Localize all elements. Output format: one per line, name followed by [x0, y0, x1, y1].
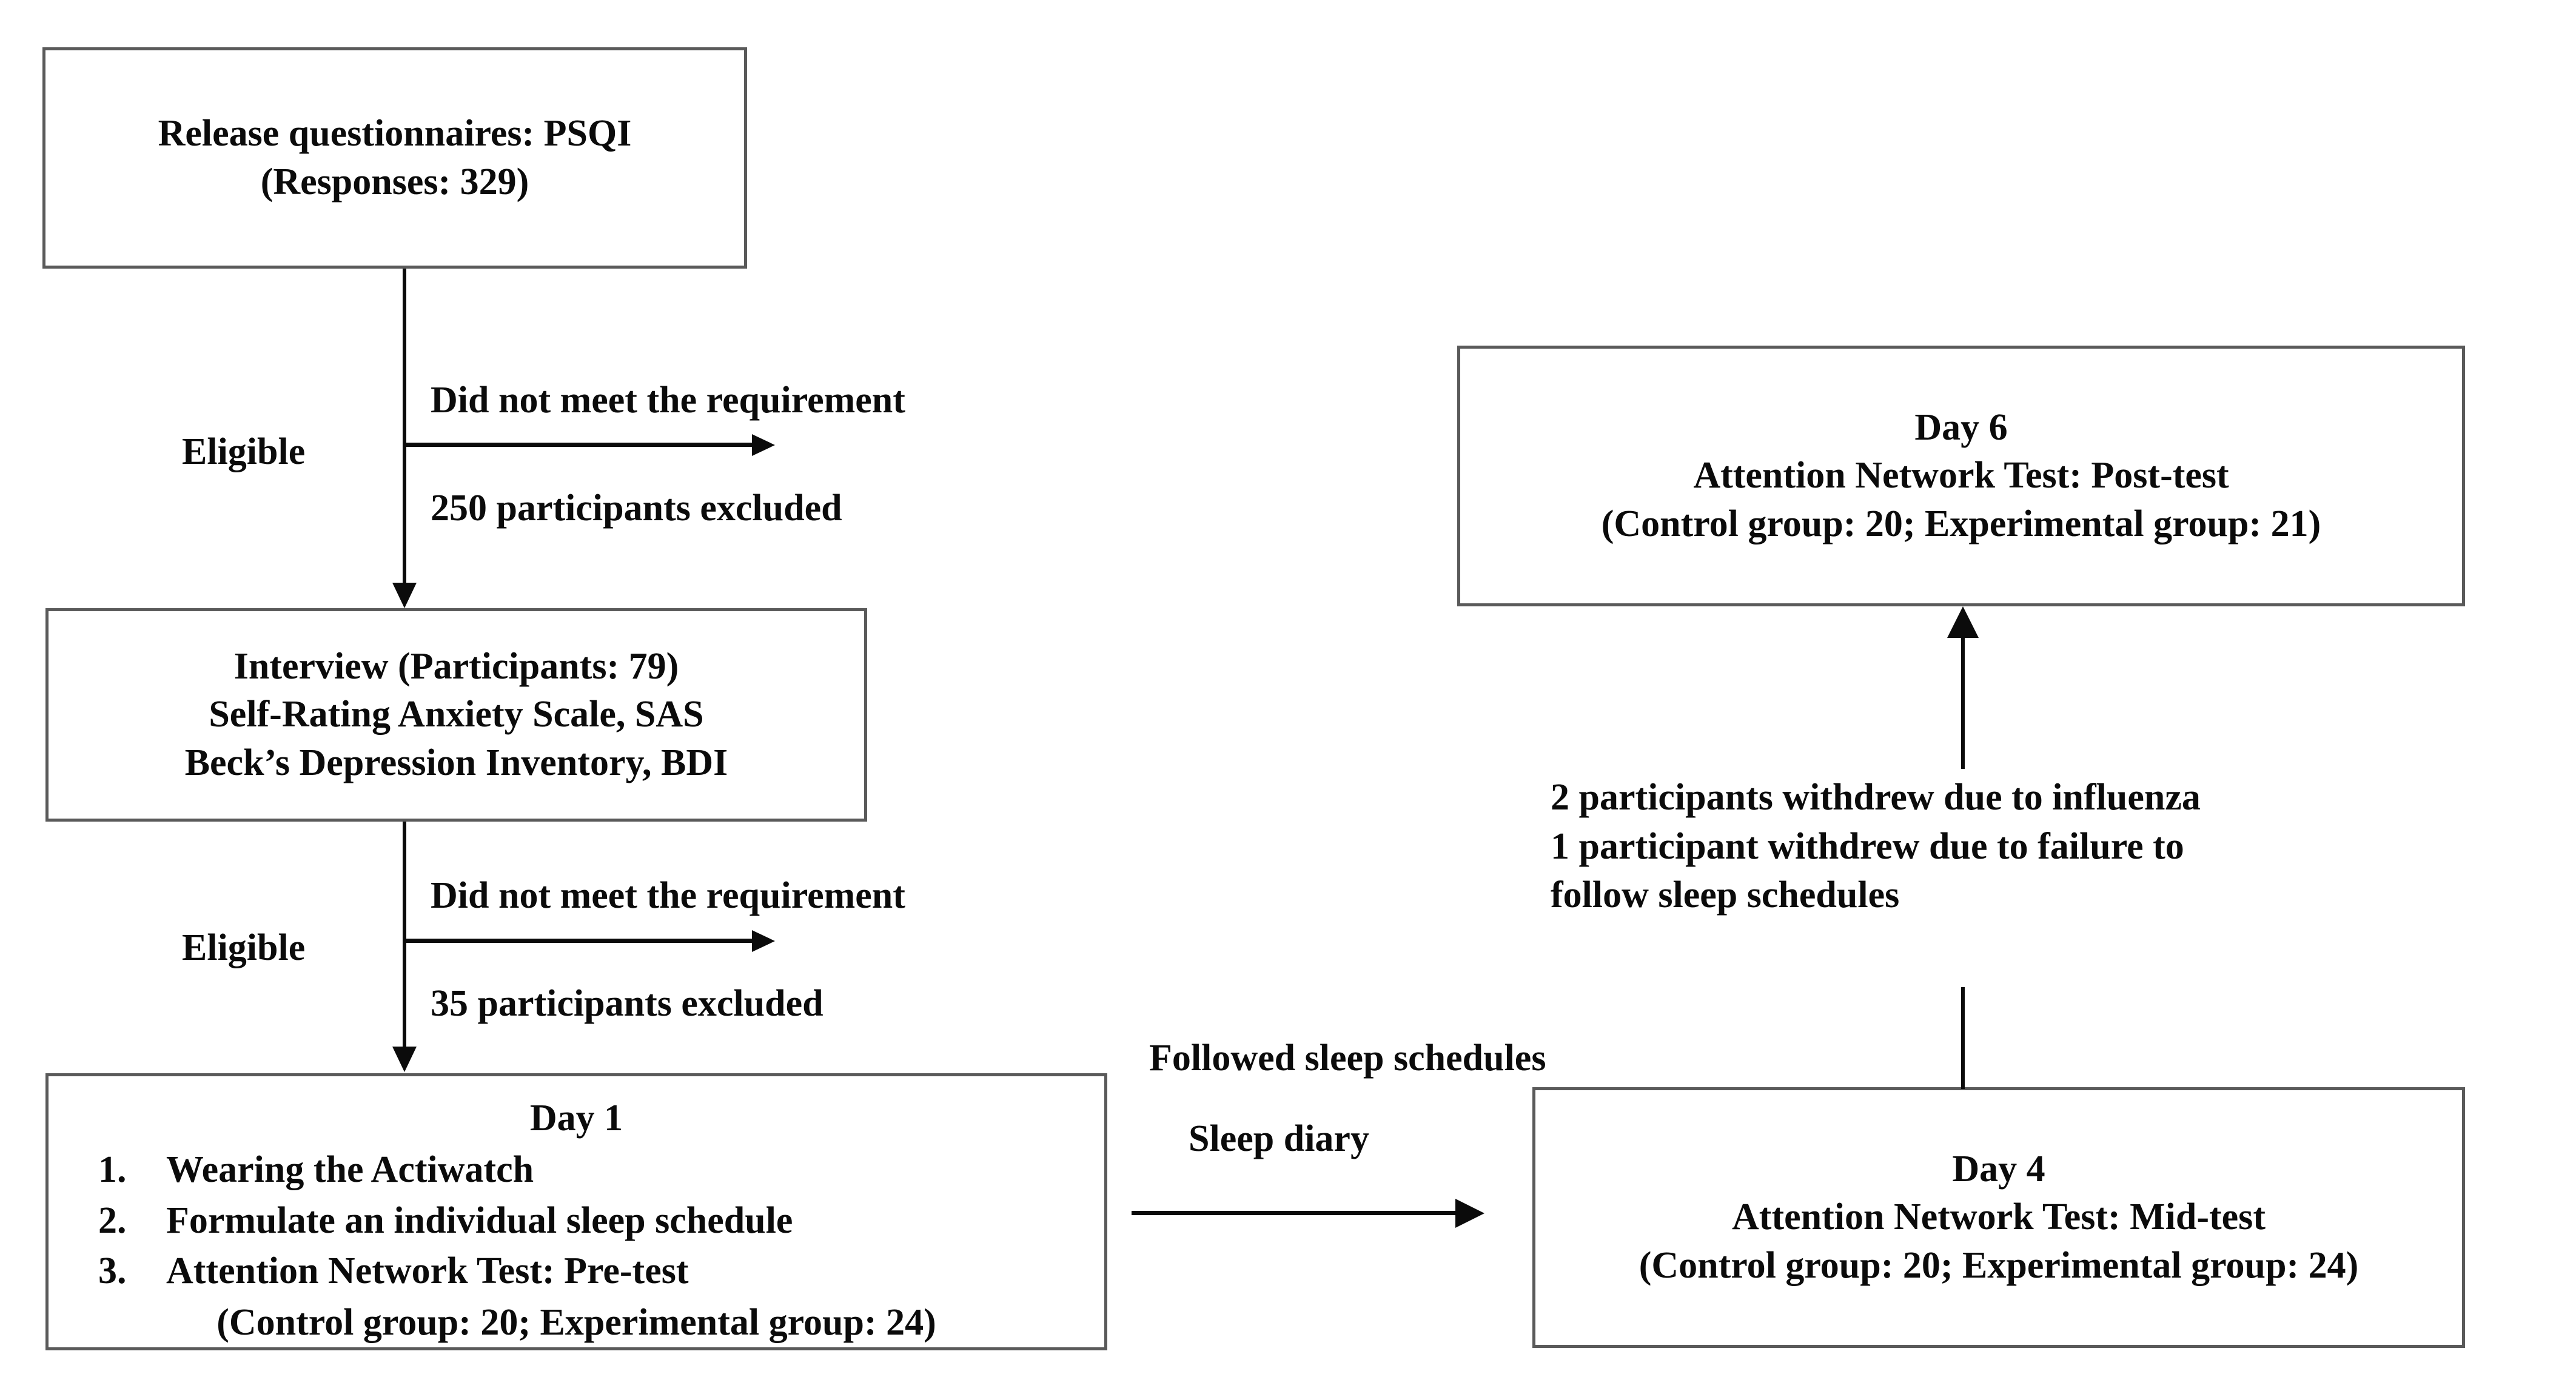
edge-label-excluded-2-reason: Did not meet the requirement — [431, 875, 905, 916]
day4-line-1: Day 4 — [1952, 1148, 2045, 1190]
day6-line-1: Day 6 — [1914, 406, 2008, 448]
box-day6: Day 6 Attention Network Test: Post-test … — [1457, 346, 2465, 606]
connector-day4-to-day6-lower — [1961, 987, 1965, 1089]
release-line-1: Release questionnaires: PSQI — [158, 113, 632, 155]
box-day4: Day 4 Attention Network Test: Mid-test (… — [1532, 1087, 2465, 1348]
connector-day4-to-day6-upper — [1961, 637, 1965, 769]
arrowhead-right-to-day4 — [1455, 1199, 1484, 1228]
interview-line-3: Beck’s Depression Inventory, BDI — [184, 742, 728, 783]
day1-item-list: Wearing the Actiwatch Formulate an indiv… — [64, 1146, 1088, 1298]
day6-line-2: Attention Network Test: Post-test — [1693, 455, 2229, 497]
box-release-questionnaires: Release questionnaires: PSQI (Responses:… — [42, 47, 747, 269]
day1-item-1: Wearing the Actiwatch — [136, 1146, 1088, 1194]
edge-label-excluded-1-reason: Did not meet the requirement — [431, 380, 905, 421]
box-interview: Interview (Participants: 79) Self-Rating… — [45, 608, 867, 822]
edge-label-excluded-1-count: 250 participants excluded — [431, 488, 842, 529]
connector-excluded-1 — [403, 443, 754, 447]
day4-line-2: Attention Network Test: Mid-test — [1732, 1196, 2266, 1238]
arrowhead-up-to-day6 — [1947, 606, 1979, 638]
edge-label-sleep-diary: Sleep diary — [1189, 1118, 1369, 1159]
withdrew-line-3: follow sleep schedules — [1551, 874, 1900, 916]
edge-label-eligible-2: Eligible — [182, 927, 306, 968]
day6-line-3: (Control group: 20; Experimental group: … — [1601, 503, 2321, 545]
arrowhead-right-excluded-2 — [752, 930, 775, 952]
edge-label-withdrawals: 2 participants withdrew due to influenza… — [1551, 773, 2448, 920]
connector-release-to-interview — [403, 269, 406, 583]
edge-label-eligible-1: Eligible — [182, 431, 306, 472]
arrowhead-down-to-day1 — [392, 1047, 417, 1072]
withdrew-line-2: 1 participant withdrew due to failure to — [1551, 825, 2184, 867]
connector-day1-to-day4 — [1132, 1211, 1459, 1215]
box-day1: Day 1 Wearing the Actiwatch Formulate an… — [45, 1073, 1107, 1350]
release-line-2: (Responses: 329) — [260, 161, 529, 203]
interview-line-2: Self-Rating Anxiety Scale, SAS — [209, 694, 704, 736]
edge-label-excluded-2-count: 35 participants excluded — [431, 983, 823, 1024]
interview-line-1: Interview (Participants: 79) — [233, 645, 679, 687]
day1-title: Day 1 — [529, 1097, 623, 1139]
withdrew-line-1: 2 participants withdrew due to influenza — [1551, 777, 2201, 818]
day1-item-3: Attention Network Test: Pre-test — [136, 1247, 1088, 1295]
connector-interview-to-day1 — [403, 822, 406, 1049]
connector-excluded-2 — [403, 939, 754, 943]
day4-line-3: (Control group: 20; Experimental group: … — [1639, 1244, 2359, 1286]
arrowhead-right-excluded-1 — [752, 434, 775, 456]
edge-label-followed-sleep-schedules: Followed sleep schedules — [1149, 1037, 1546, 1079]
day1-item-2: Formulate an individual sleep schedule — [136, 1197, 1088, 1245]
arrowhead-down-to-interview — [392, 583, 417, 608]
day1-footer: (Control group: 20; Experimental group: … — [216, 1302, 936, 1344]
